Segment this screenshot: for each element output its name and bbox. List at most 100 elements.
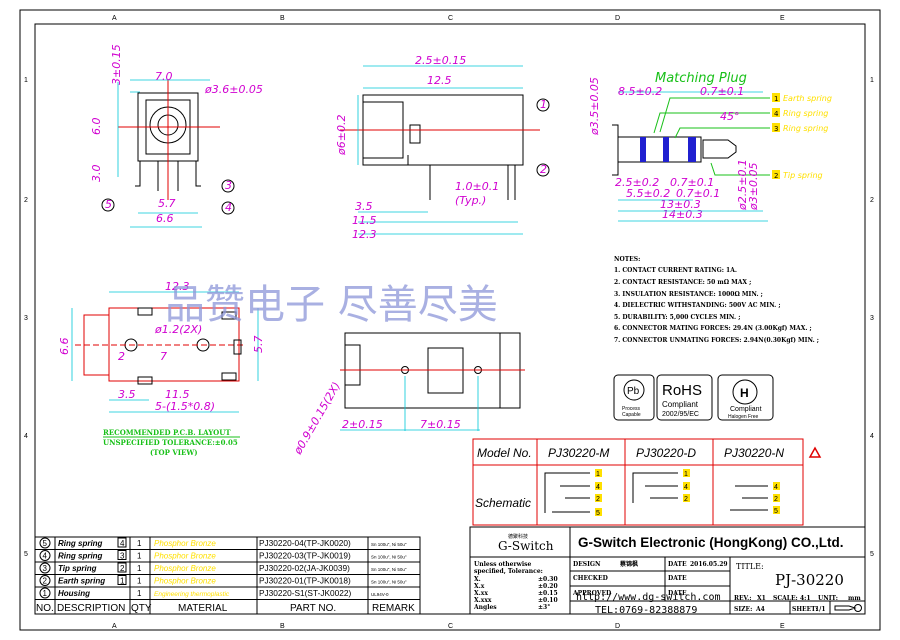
svg-text:DATE: DATE [668, 575, 687, 582]
svg-text:Ring spring: Ring spring [783, 124, 828, 133]
svg-text:0.7±0.1: 0.7±0.1 [700, 85, 744, 98]
svg-text:1: 1 [774, 95, 778, 103]
svg-text:4: 4 [225, 201, 232, 214]
svg-text:Angles: Angles [473, 604, 497, 611]
svg-text:1: 1 [540, 98, 547, 111]
svg-text:Ring spring: Ring spring [783, 109, 828, 118]
svg-text:http://www.dg-switch.com: http://www.dg-switch.com [576, 592, 721, 603]
bom-remark: Sn 100u", Ni 50u" [371, 555, 407, 560]
notes: NOTES: 1. CONTACT CURRENT RATING: 1A. 2.… [614, 256, 819, 344]
svg-text:12.3: 12.3 [165, 280, 190, 293]
row-label: 3 [24, 315, 28, 322]
model-table: Model No. Schematic PJ30220-M PJ30220-D … [472, 438, 822, 526]
svg-text:5-(1.5*0.8): 5-(1.5*0.8) [155, 400, 215, 413]
svg-text:45°: 45° [720, 110, 740, 123]
svg-text:6.0: 6.0 [90, 118, 103, 136]
bom-desc: Ring spring [58, 539, 103, 548]
item-balloon [39, 537, 51, 549]
svg-text:Pb: Pb [627, 386, 640, 397]
svg-text:12.3: 12.3 [352, 228, 377, 241]
col-label: C [448, 623, 453, 630]
svg-text:Earth spring: Earth spring [783, 94, 832, 103]
bom-pin: 1 [120, 577, 125, 586]
row-label: 4 [870, 433, 874, 440]
svg-text:2.5±0.15: 2.5±0.15 [415, 54, 466, 67]
svg-text:3.0: 3.0 [90, 165, 103, 183]
row-label: 2 [24, 197, 28, 204]
svg-text:TEL:0769-82388879: TEL:0769-82388879 [595, 605, 697, 616]
svg-text:X.xx: X.xx [474, 590, 488, 597]
svg-text:2002/95/EC: 2002/95/EC [662, 411, 699, 418]
bom-mat: Phosphor Bronze [154, 552, 216, 561]
svg-text:2. CONTACT RESISTANCE: 50 mΩ M: 2. CONTACT RESISTANCE: 50 mΩ MAX ; [614, 279, 751, 286]
svg-text:X.x: X.x [474, 583, 485, 590]
svg-text:specified, Tolerance:: specified, Tolerance: [474, 568, 543, 575]
bom-pin: 4 [120, 539, 125, 548]
svg-text:5: 5 [596, 510, 600, 517]
svg-text:6.6: 6.6 [156, 212, 174, 225]
svg-text:2: 2 [540, 163, 547, 176]
bom-part: PJ30220-02(JA-JK0039) [259, 563, 350, 573]
company-logo: G-Switch [498, 539, 554, 553]
bom-mat: Engineering thermoplastic [154, 591, 230, 598]
row-label: 5 [870, 551, 874, 558]
svg-text:DESCRIPTION: DESCRIPTION [57, 603, 125, 614]
svg-text:DATE: DATE [668, 561, 687, 568]
svg-text:3. INSULATION RESISTANCE: 1000: 3. INSULATION RESISTANCE: 1000Ω MIN. ; [614, 291, 763, 298]
svg-text:X1: X1 [757, 595, 766, 602]
svg-text:1/1: 1/1 [815, 606, 826, 613]
svg-text:2: 2 [774, 172, 778, 180]
row-label: 1 [24, 77, 28, 84]
svg-text:ø6±0.2: ø6±0.2 [335, 115, 348, 156]
bom-remark: Sn 100u", Ni 50u" [371, 580, 407, 585]
svg-text:11.5: 11.5 [352, 214, 377, 227]
svg-text:Schematic: Schematic [475, 496, 531, 510]
svg-text:1: 1 [596, 471, 600, 478]
pcb-tolerance: UNSPECIFIED TOLERANCE:±0.05 [103, 438, 238, 447]
svg-text:4: 4 [774, 484, 778, 491]
grid-labels: A B C D E A B C D E 1 2 3 4 5 1 2 3 4 5 [24, 15, 874, 630]
svg-text:APPROVED: APPROVED [572, 590, 611, 597]
svg-text:2.5±0.2: 2.5±0.2 [615, 176, 659, 189]
bom-mat: Phosphor Bronze [154, 564, 216, 573]
bom-no: 2 [43, 577, 48, 586]
col-label: C [448, 15, 453, 22]
svg-text:MATERIAL: MATERIAL [178, 603, 228, 614]
svg-text:ø2.5±0.1: ø2.5±0.1 [736, 159, 749, 211]
bom-part: PJ30220-01(TP-JK0018) [259, 576, 351, 586]
bom-part: PJ30220-03(TP-JK0019) [259, 551, 351, 561]
svg-text:6. CONNECTOR MATING FORCES: 29: 6. CONNECTOR MATING FORCES: 29.4N (3.00K… [614, 325, 812, 332]
company-name: G-Switch Electronic (HongKong) CO.,Ltd. [578, 535, 844, 550]
bom-qty: 1 [137, 589, 142, 598]
row-label: 5 [24, 551, 28, 558]
item-balloon [39, 575, 51, 586]
svg-text:ø3.5±0.05: ø3.5±0.05 [588, 77, 601, 136]
svg-text:2: 2 [118, 350, 125, 363]
svg-text:3.5: 3.5 [118, 388, 136, 401]
item-balloon [39, 587, 51, 599]
plug-title: Matching Plug [655, 71, 747, 86]
svg-text:Process: Process [622, 406, 641, 412]
bom-mat: Phosphor Bronze [154, 539, 216, 548]
svg-text:8.5±0.2: 8.5±0.2 [618, 85, 662, 98]
item-balloon [39, 550, 51, 561]
svg-text:ø3.6±0.05: ø3.6±0.05 [204, 83, 263, 96]
bom-mat: Phosphor Bronze [154, 577, 216, 586]
col-label: B [280, 623, 285, 630]
bom-no: 3 [43, 564, 48, 573]
svg-text:SHEET:: SHEET: [792, 606, 818, 613]
bom-header: NO. DESCRIPTION QTY MATERIAL PART NO. RE… [36, 603, 415, 614]
outer-frame [19, 9, 881, 631]
svg-text:7±0.15: 7±0.15 [420, 418, 461, 431]
svg-text:3: 3 [225, 179, 232, 192]
svg-text:mm: mm [848, 595, 861, 602]
svg-text:Unless otherwise: Unless otherwise [474, 561, 531, 568]
svg-text:4: 4 [684, 484, 688, 491]
svg-text:±0.20: ±0.20 [538, 583, 558, 590]
bom-no: 1 [43, 589, 48, 598]
projection-symbol [834, 605, 857, 611]
bom-desc: Tip spring [58, 564, 97, 573]
svg-text:QTY: QTY [131, 603, 152, 614]
